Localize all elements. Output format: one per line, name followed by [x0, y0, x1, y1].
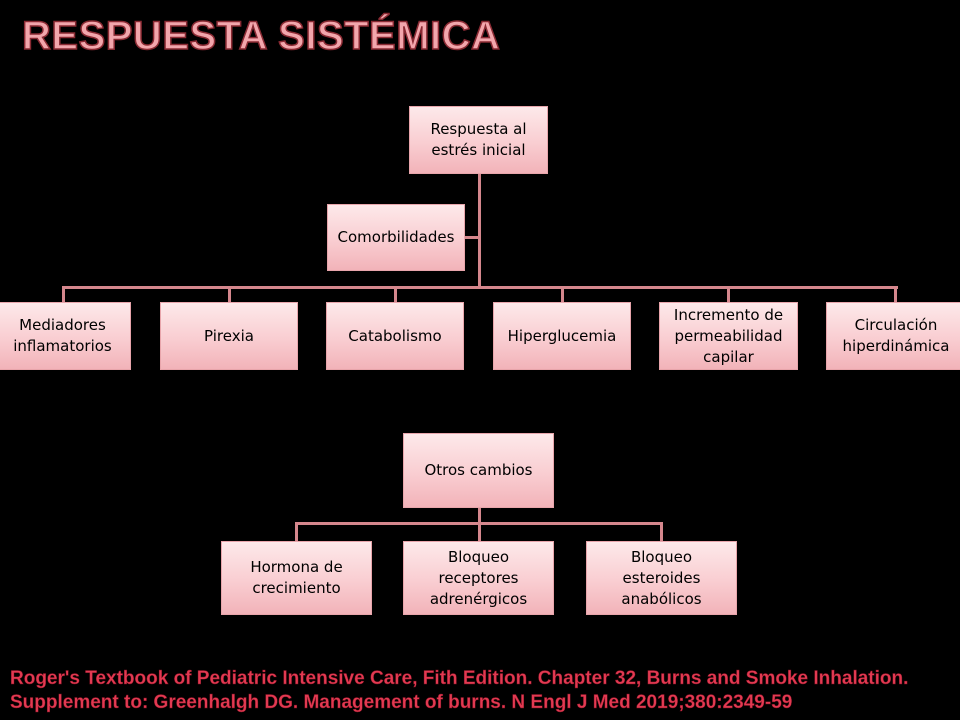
connector-drop-6 [894, 286, 897, 302]
node-anabolic-steroids: Bloqueo esteroides anabólicos [586, 541, 737, 615]
node-hyperglycemia: Hiperglucemia [493, 302, 631, 370]
connector2-root-trunk [478, 508, 481, 524]
node-adrenergic-blockade: Bloqueo receptores adrenérgicos [403, 541, 554, 615]
node-catabolism: Catabolismo [326, 302, 464, 370]
connector-drop-5 [727, 286, 730, 302]
citation-line-2: Supplement to: Greenhalgh DG. Management… [10, 692, 793, 713]
connector-drop-4 [561, 286, 564, 302]
connector-root-trunk [478, 174, 481, 288]
node-pyrexia: Pirexia [160, 302, 298, 370]
slide-title: RESPUESTA SISTÉMICA [21, 13, 501, 59]
connector2-drop-1 [295, 522, 298, 541]
connector2-drop-2 [478, 522, 481, 541]
node-comorbidities: Comorbilidades [327, 204, 465, 271]
node-root-stress-response: Respuesta al estrés inicial [409, 106, 548, 174]
node-capillary-permeability: Incremento de permeabilidad capilar [659, 302, 798, 370]
connector-drop-1 [62, 286, 65, 302]
node-inflammatory-mediators: Mediadores inflamatorios [0, 302, 131, 370]
node-hyperdynamic-circulation: Circulación hiperdinámica [826, 302, 960, 370]
connector2-drop-3 [660, 522, 663, 541]
node-growth-hormone: Hormona de crecimiento [221, 541, 372, 615]
connector-drop-3 [394, 286, 397, 302]
connector-horizontal-bar [62, 286, 898, 289]
node-other-changes: Otros cambios [403, 433, 554, 508]
connector-drop-2 [228, 286, 231, 302]
connector-assistant [464, 236, 480, 239]
citation-line-1: Roger's Textbook of Pediatric Intensive … [10, 668, 909, 689]
